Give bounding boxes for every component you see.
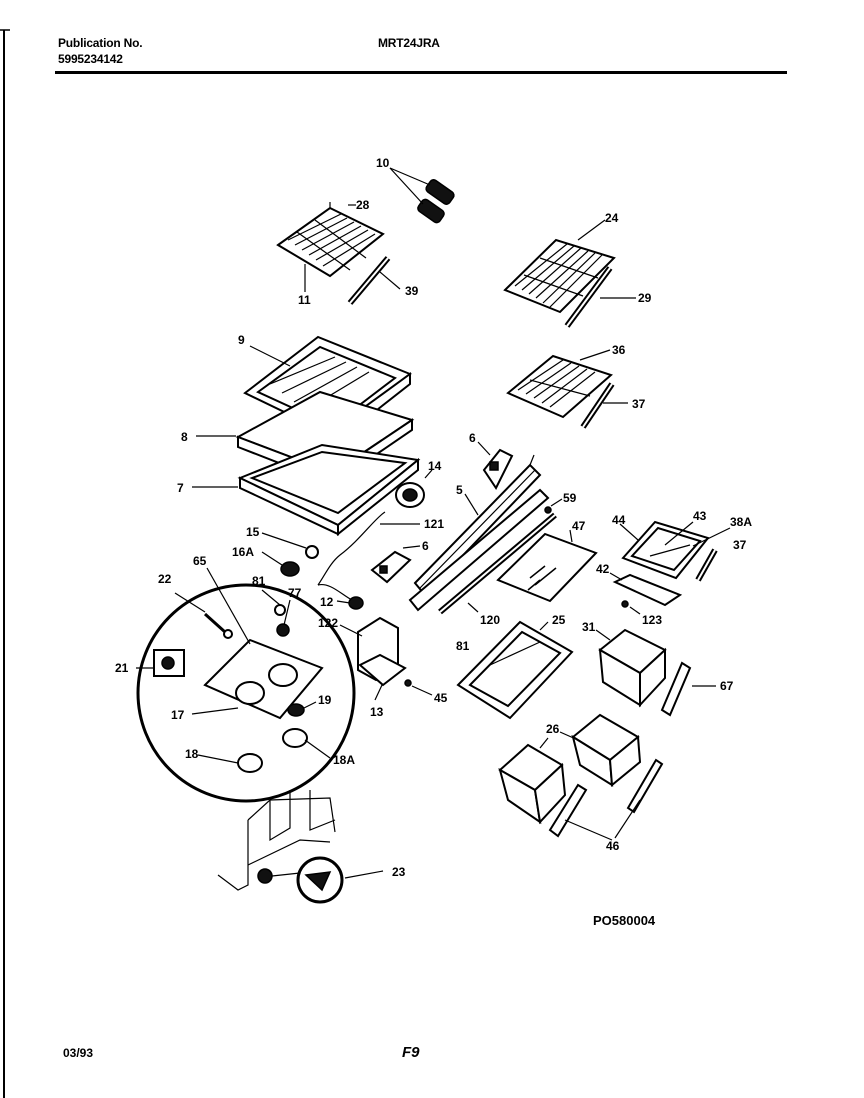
callout-15: 15 <box>246 525 260 539</box>
part-24-shelf <box>503 219 636 328</box>
part-47-glass <box>496 529 598 603</box>
callout-44: 44 <box>612 513 626 527</box>
part-120-rail <box>408 488 557 615</box>
publication-date: 03/93 <box>63 1046 94 1060</box>
callout-7: 7 <box>177 481 184 495</box>
callout-24: 24 <box>605 211 619 225</box>
publication-number: 5995234142 <box>58 52 123 66</box>
callout-5: 5 <box>456 483 463 497</box>
callout-19: 19 <box>318 693 332 707</box>
callout-47: 47 <box>572 519 586 533</box>
callout-22: 22 <box>158 572 172 586</box>
part-46 <box>548 758 664 841</box>
callout-28: 28 <box>356 198 370 212</box>
callout-25: 25 <box>552 613 566 627</box>
part-6-bracket-upper <box>477 441 514 490</box>
part-14-control <box>395 469 433 508</box>
callout-8: 8 <box>181 430 188 444</box>
callout-18: 18 <box>185 747 199 761</box>
callout-12: 12 <box>320 595 334 609</box>
part-13-housing <box>339 616 407 701</box>
callout-13: 13 <box>370 705 384 719</box>
callout-46: 46 <box>606 839 620 853</box>
callout-67: 67 <box>720 679 734 693</box>
callout-59: 59 <box>563 491 577 505</box>
header-rule <box>55 71 787 74</box>
part-36-shelf <box>506 349 628 429</box>
callout-45: 45 <box>434 691 448 705</box>
callout-16A: 16A <box>232 545 254 559</box>
callout-81-upper: 81 <box>252 574 266 588</box>
part-7-cover <box>192 443 421 537</box>
callout-39: 39 <box>405 284 419 298</box>
part-16A <box>261 551 300 577</box>
part-67 <box>660 661 716 717</box>
callout-42: 42 <box>596 562 610 576</box>
part-12 <box>317 583 364 610</box>
callout-29: 29 <box>638 291 652 305</box>
part-6-bracket-lower <box>370 545 421 584</box>
callout-123: 123 <box>642 613 662 627</box>
part-28-shelf <box>276 202 385 292</box>
callout-121: 121 <box>424 517 444 531</box>
callout-31: 31 <box>582 620 596 634</box>
part-31-pan <box>595 628 667 708</box>
callout-120: 120 <box>480 613 500 627</box>
callout-43: 43 <box>693 509 707 523</box>
part-23-leveler <box>217 790 384 904</box>
callout-122: 122 <box>318 616 338 630</box>
callout-18A: 18A <box>333 753 355 767</box>
publication-label: Publication No. <box>58 36 143 50</box>
callout-81-lower: 81 <box>456 639 470 653</box>
callout-10: 10 <box>376 156 390 170</box>
callout-37-upper: 37 <box>632 397 646 411</box>
part-121-tube <box>317 511 420 586</box>
part-42-rail <box>609 572 683 615</box>
callout-38A: 38A <box>730 515 752 529</box>
model-number: MRT24JRA <box>378 36 440 50</box>
part-25-frame <box>456 620 574 720</box>
callout-6-upper: 6 <box>469 431 476 445</box>
callout-77: 77 <box>288 586 302 600</box>
part-26-pans <box>498 713 642 825</box>
callout-37-lower: 37 <box>733 538 747 552</box>
part-15 <box>261 532 319 559</box>
callout-labels: 10 28 11 39 24 29 9 36 37 8 7 6 14 5 59 … <box>115 156 752 879</box>
part-59-screw <box>544 498 563 514</box>
callout-14: 14 <box>428 459 442 473</box>
diagram-id: PO580004 <box>593 913 656 928</box>
callout-21: 21 <box>115 661 129 675</box>
callout-26: 26 <box>546 722 560 736</box>
part-43-shelf <box>619 520 731 582</box>
part-45 <box>404 679 433 696</box>
figure-number: F9 <box>402 1044 420 1061</box>
callout-36: 36 <box>612 343 626 357</box>
detail-circle <box>136 567 356 803</box>
callout-65: 65 <box>193 554 207 568</box>
callout-9: 9 <box>238 333 245 347</box>
part-39-rail <box>347 256 401 305</box>
callout-11: 11 <box>298 293 311 307</box>
callout-17: 17 <box>171 708 185 722</box>
callout-6-lower: 6 <box>422 539 429 553</box>
part-10-rollers <box>389 167 455 224</box>
callout-23: 23 <box>392 865 406 879</box>
